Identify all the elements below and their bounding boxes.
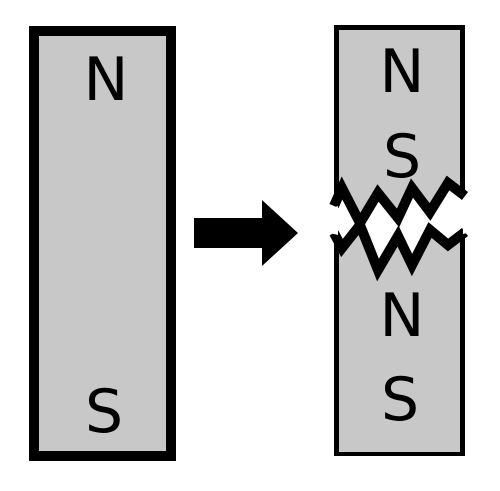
lower-magnet-piece: N S [329, 215, 469, 456]
crack-gap-right [463, 200, 472, 234]
left-magnet-south-label: S [85, 377, 123, 447]
left-magnet: N S [29, 26, 176, 461]
right-arrow-icon [194, 200, 298, 266]
upper-piece-south-label: S [383, 122, 421, 192]
left-magnet-north-label: N [84, 45, 129, 115]
lower-piece-north-label: N [380, 281, 425, 351]
right-magnet: N S N S [326, 25, 472, 456]
lower-piece-south-label: S [381, 365, 419, 435]
lower-break-edge [329, 215, 469, 282]
upper-break-edge [329, 175, 469, 234]
upper-piece-north-label: N [380, 37, 425, 107]
crack-gap-left [326, 206, 338, 235]
lower-piece-body [334, 225, 465, 456]
upper-magnet-piece: N S [329, 25, 469, 234]
left-magnet-body [29, 26, 176, 461]
